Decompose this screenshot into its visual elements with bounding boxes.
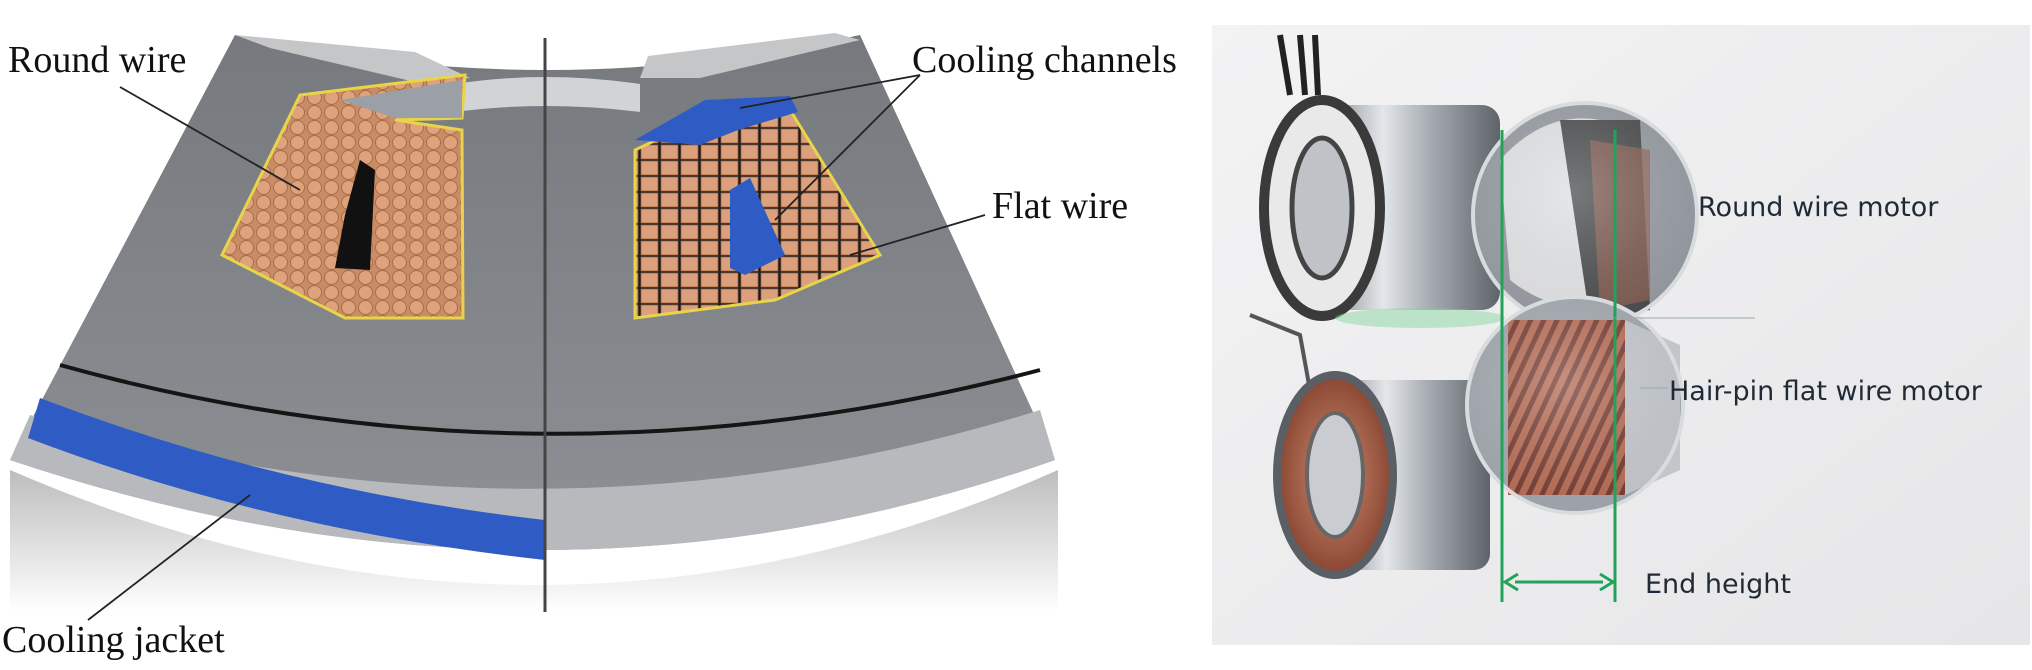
- bore-inner-face: [455, 77, 640, 112]
- round-wire-slot-opening: [340, 80, 462, 118]
- label-round-wire-motor: Round wire motor: [1698, 192, 1939, 223]
- round-motor-shadow: [1335, 308, 1505, 328]
- label-end-height: End height: [1645, 569, 1791, 600]
- cooling-jacket-band: [28, 398, 545, 560]
- flat-wire-cooling-center: [730, 178, 785, 275]
- motor-photo-panel: [1212, 25, 2030, 645]
- round-wire-motor-illustration: [1259, 34, 1505, 328]
- stator-top-left: [235, 35, 470, 82]
- end-height-guides: [1500, 130, 1617, 602]
- hairpin-motor-leads: [1249, 313, 1312, 391]
- right-pointer-lines: [1615, 317, 1755, 389]
- floor-shadow: [10, 470, 1058, 612]
- hairpin-motor-bore: [1305, 411, 1365, 539]
- magnifier-round-wire: [1471, 101, 1699, 329]
- label-cooling-jacket: Cooling jacket: [2, 619, 225, 661]
- stator-top-right: [640, 33, 860, 78]
- stator-cross-section: [10, 33, 1058, 612]
- label-cooling-channels: Cooling channels: [912, 39, 1177, 81]
- outer-rim: [10, 410, 1055, 550]
- label-flat-wire: Flat wire: [992, 185, 1128, 227]
- label-round-wire: Round wire: [8, 39, 186, 81]
- round-wire-slot: [220, 73, 467, 320]
- round-motor-bore: [1289, 135, 1355, 281]
- magnifier-hairpin: [1465, 295, 1685, 515]
- hairpin-motor-illustration: [1249, 313, 1490, 579]
- round-wire-void: [335, 160, 375, 270]
- round-motor-leads: [1277, 34, 1321, 96]
- separation-arc: [59, 363, 1041, 436]
- flat-wire-cooling-top: [635, 96, 798, 145]
- left-leader-lines: [87, 74, 986, 621]
- label-hairpin-motor: Hair-pin flat wire motor: [1669, 376, 1983, 407]
